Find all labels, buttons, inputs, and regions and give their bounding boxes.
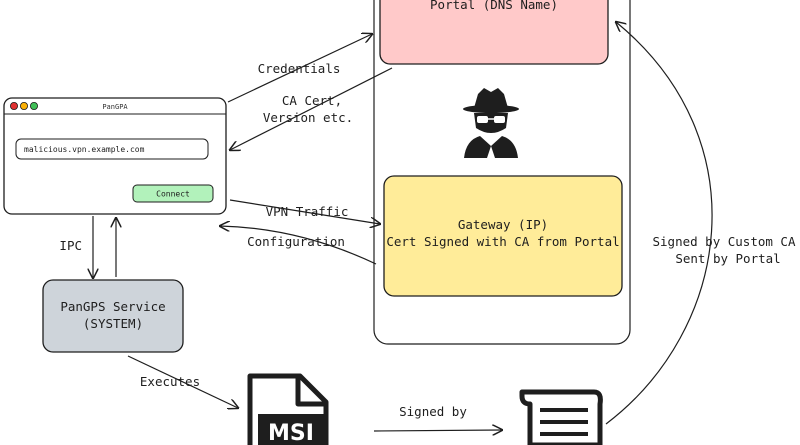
window-close-dot[interactable] [9, 102, 18, 111]
arrow-ca-cert [230, 67, 393, 150]
service-box: PanGPS Service (SYSTEM) [42, 279, 184, 353]
arrow-custom-ca [605, 22, 713, 425]
msi-label: MSI [268, 421, 314, 445]
label-ipc: IPC [59, 238, 82, 253]
connect-button-label: Connect [156, 190, 190, 199]
gateway-label-1: Gateway (IP) [458, 217, 548, 232]
hacker-spy-icon [463, 88, 519, 158]
label-vpn-traffic: VPN Traffic [266, 204, 349, 219]
arrow-vpn-traffic [229, 199, 380, 224]
arrow-executes [127, 355, 238, 408]
label-custom-ca-2: Sent by Portal [675, 251, 780, 266]
window-maximize-dot[interactable] [29, 102, 38, 111]
label-signed-by: Signed by [399, 404, 467, 419]
label-ca-cert-2: Version etc. [263, 110, 353, 125]
window-title: PanGPA [102, 103, 128, 111]
client-window: PanGPA malicious.vpn.example.com Connect [3, 97, 227, 215]
msi-file-icon: MSI [247, 373, 329, 445]
portal-label: Portal (DNS Name) [430, 0, 558, 12]
arrow-signed-by [373, 430, 502, 431]
service-label-1: PanGPS Service [60, 299, 165, 314]
portal-box: Portal (DNS Name) [379, 0, 609, 65]
window-minimize-dot[interactable] [19, 102, 28, 111]
label-ca-cert-1: CA Cert, [282, 93, 342, 108]
label-credentials: Credentials [258, 61, 341, 76]
connector-arrows [93, 22, 713, 431]
portal-address-value: malicious.vpn.example.com [24, 145, 145, 154]
label-executes: Executes [140, 374, 200, 389]
server-boundary [373, 0, 631, 345]
label-configuration: Configuration [247, 234, 345, 249]
portal-address-input[interactable] [15, 138, 209, 160]
gateway-label-2: Cert Signed with CA from Portal [386, 234, 619, 249]
arrow-configuration [220, 226, 377, 265]
gateway-box: Gateway (IP) Cert Signed with CA from Po… [383, 175, 623, 297]
service-label-2: (SYSTEM) [83, 316, 143, 331]
label-custom-ca-1: Signed by Custom CA [653, 234, 796, 249]
arrow-credentials [227, 34, 372, 103]
connect-button[interactable]: Connect [132, 184, 214, 203]
certificate-document-icon [519, 389, 603, 445]
